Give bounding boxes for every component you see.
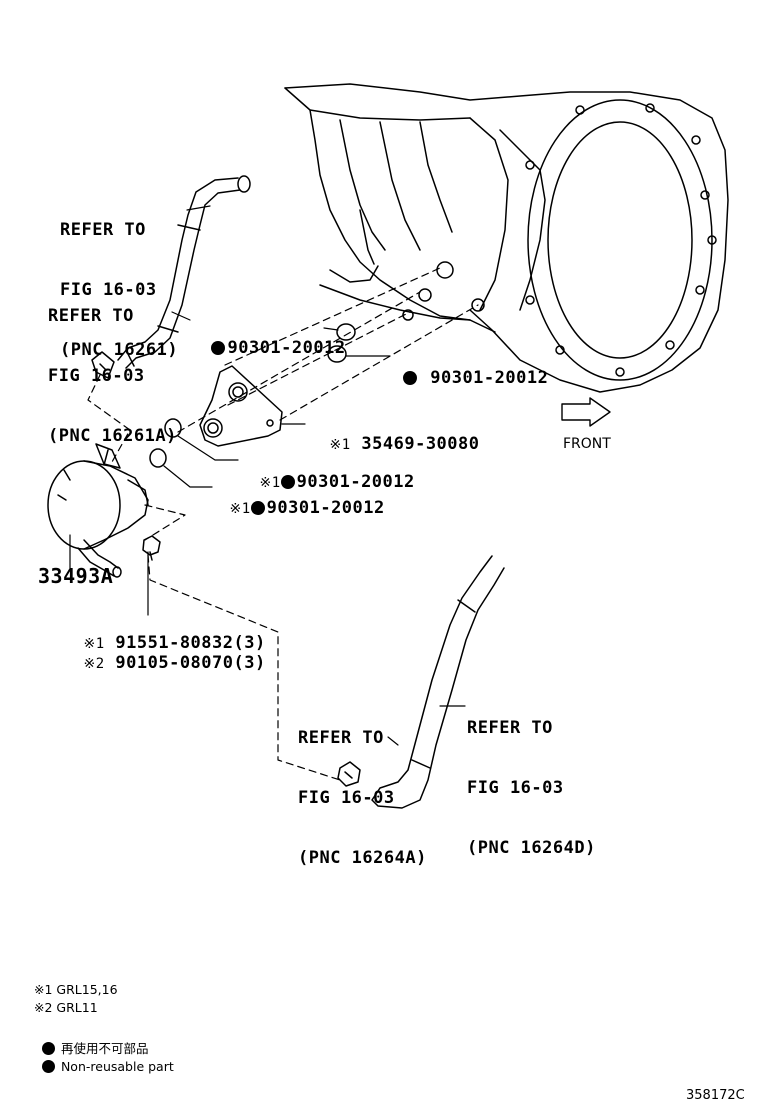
adapter-plate	[199, 365, 283, 447]
refer-line: REFER TO	[60, 220, 146, 240]
part-number: 35469-30080	[361, 434, 480, 454]
part-label-adapter: ※1 35469-30080	[308, 414, 480, 455]
part-number: 90301-20012	[227, 338, 346, 358]
refer-line: REFER TO	[48, 306, 134, 326]
legend-text: Non-reusable part	[60, 1059, 174, 1074]
refer-line: FIG 16-03	[467, 778, 564, 798]
refer-line: (PNC 16264A)	[298, 848, 427, 868]
note-mark: ※1	[259, 475, 281, 491]
legend-nonreusable-en: Non-reusable part	[34, 1044, 174, 1074]
lower-clamp	[337, 761, 361, 787]
bolt	[142, 535, 161, 561]
refer-callout-clamp-top: REFER TO FIG 16-03 (PNC 16261A)	[48, 266, 177, 466]
nonreusable-dot-icon	[403, 371, 418, 385]
refer-callout-hose-bottom: REFER TO FIG 16-03 (PNC 16264D)	[467, 678, 596, 878]
nonreusable-dot-icon	[211, 341, 226, 355]
note-mark: ※1	[329, 437, 351, 453]
transmission-case	[284, 83, 729, 393]
note-mark: ※1	[83, 636, 105, 652]
refer-line: (PNC 16261)	[60, 340, 179, 360]
refer-line: REFER TO	[467, 718, 553, 738]
part-label-oring-low: ※1 90301-20012	[208, 478, 385, 519]
legend-nonreusable-jp: 再使用不可部品	[34, 1023, 148, 1057]
oring-2	[327, 345, 347, 363]
nonreusable-dot-icon	[280, 475, 295, 489]
part-label-oring-upper-right: 90301-20012	[382, 348, 548, 388]
part-number: 91551-80832(3)	[115, 633, 266, 653]
part-label-cooler: 33493A	[38, 564, 114, 588]
leader-lines	[69, 205, 466, 746]
refer-callout-hose-top: REFER TO FIG 16-03 (PNC 16261)	[60, 180, 178, 380]
part-number: 90301-20012	[296, 472, 415, 492]
part-number: 90105-08070(3)	[115, 653, 266, 673]
part-label-oring-mid: ※1 90301-20012	[238, 452, 415, 493]
part-number: 90301-20012	[430, 368, 549, 388]
refer-line: FIG 16-03	[48, 366, 145, 386]
front-label: FRONT	[563, 436, 611, 452]
oring-1	[336, 323, 356, 341]
part-label-bolt-2: ※2 90105-08070(3)	[62, 633, 266, 674]
legend-text: 再使用不可部品	[60, 1041, 149, 1056]
part-number: 90301-20012	[266, 498, 385, 518]
refer-line: REFER TO	[298, 728, 384, 748]
legend-note-2: ※2 GRL11	[34, 1000, 98, 1015]
dashed-lines	[87, 267, 479, 781]
oil-cooler	[47, 443, 149, 578]
nonreusable-dot-icon	[41, 1060, 55, 1073]
lower-hose	[371, 555, 505, 809]
oring-3	[164, 418, 182, 438]
refer-line: FIG 16-03	[60, 280, 157, 300]
front-arrow	[561, 397, 611, 427]
nonreusable-dot-icon	[250, 501, 265, 515]
upper-hose	[117, 175, 251, 369]
nonreusable-dot-icon	[41, 1042, 55, 1055]
part-label-oring-upper-left: 90301-20012	[190, 318, 346, 358]
part-label-bolt-1: ※1 91551-80832(3)	[62, 613, 266, 654]
refer-line: FIG 16-03	[298, 788, 395, 808]
refer-callout-clamp-bottom: REFER TO FIG 16-03 (PNC 16264A)	[298, 688, 427, 888]
figure-id: 358172C	[686, 1088, 745, 1103]
refer-line: (PNC 16264D)	[467, 838, 596, 858]
oring-4	[149, 448, 167, 468]
refer-line: (PNC 16261A)	[48, 426, 177, 446]
note-mark: ※2	[83, 656, 105, 672]
upper-clamp	[91, 351, 115, 379]
note-mark: ※1	[229, 501, 251, 517]
legend-note-1: ※1 GRL15,16	[34, 982, 118, 997]
